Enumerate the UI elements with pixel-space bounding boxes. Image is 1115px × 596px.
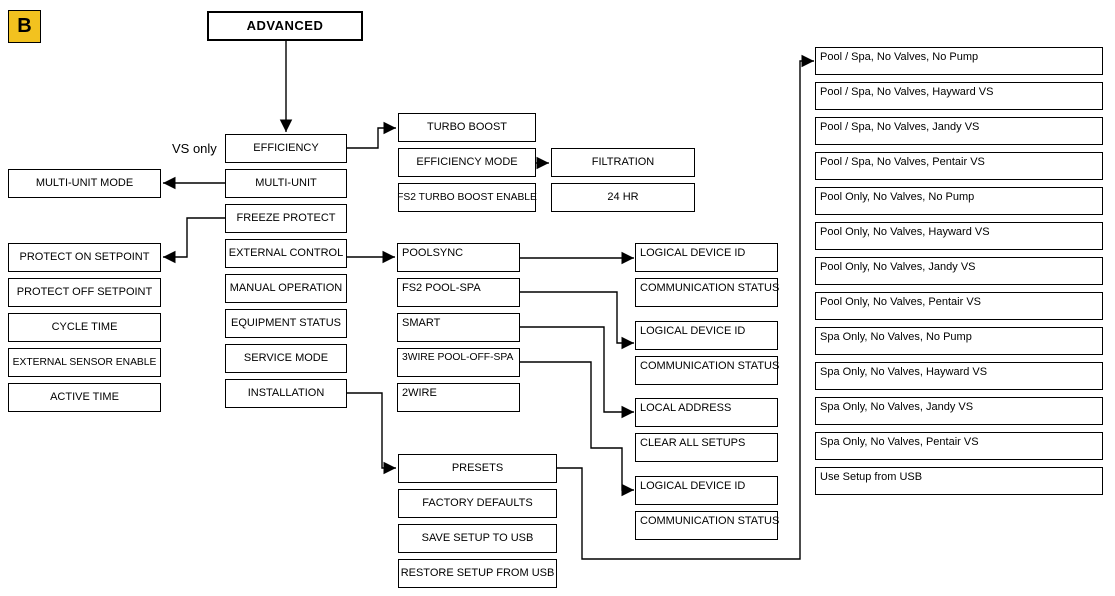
node-fs2-pool-spa: FS2 POOL-SPA — [397, 278, 520, 307]
preset-spa-only-no-pump: Spa Only, No Valves, No Pump — [815, 327, 1103, 355]
node-turbo-boost: TURBO BOOST — [398, 113, 536, 142]
preset-pool-only-no-pump: Pool Only, No Valves, No Pump — [815, 187, 1103, 215]
node-cycle-time: CYCLE TIME — [8, 313, 161, 342]
preset-pool-spa-no-pump: Pool / Spa, No Valves, No Pump — [815, 47, 1103, 75]
node-multi-unit: MULTI-UNIT — [225, 169, 347, 198]
node-24hr: 24 HR — [551, 183, 695, 212]
node-poolsync: POOLSYNC — [397, 243, 520, 272]
node-protect-on-setpoint: PROTECT ON SETPOINT — [8, 243, 161, 272]
preset-pool-only-jandy-vs: Pool Only, No Valves, Jandy VS — [815, 257, 1103, 285]
node-freeze-protect: FREEZE PROTECT — [225, 204, 347, 233]
preset-use-setup-from-usb: Use Setup from USB — [815, 467, 1103, 495]
node-equipment-status: EQUIPMENT STATUS — [225, 309, 347, 338]
node-3wire-logical-device-id: LOGICAL DEVICE ID — [635, 476, 778, 505]
node-fs2-logical-device-id: LOGICAL DEVICE ID — [635, 321, 778, 350]
node-smart: SMART — [397, 313, 520, 342]
node-presets: PRESETS — [398, 454, 557, 483]
node-3wire-communication-status: COMMUNICATION STATUS — [635, 511, 779, 540]
preset-spa-only-pentair-vs: Spa Only, No Valves, Pentair VS — [815, 432, 1103, 460]
section-badge-b: B — [8, 10, 41, 43]
node-filtration: FILTRATION — [551, 148, 695, 177]
node-clear-all-setups: CLEAR ALL SETUPS — [635, 433, 778, 462]
preset-pool-only-hayward-vs: Pool Only, No Valves, Hayward VS — [815, 222, 1103, 250]
preset-spa-only-jandy-vs: Spa Only, No Valves, Jandy VS — [815, 397, 1103, 425]
vs-only-annotation: VS only — [172, 141, 217, 156]
node-fs2-turbo-boost-enable: FS2 TURBO BOOST ENABLE — [397, 183, 537, 212]
node-poolsync-logical-device-id: LOGICAL DEVICE ID — [635, 243, 778, 272]
node-external-sensor-enable: EXTERNAL SENSOR ENABLE — [8, 348, 161, 377]
node-protect-off-setpoint: PROTECT OFF SETPOINT — [8, 278, 161, 307]
preset-pool-only-pentair-vs: Pool Only, No Valves, Pentair VS — [815, 292, 1103, 320]
node-factory-defaults: FACTORY DEFAULTS — [398, 489, 557, 518]
preset-spa-only-hayward-vs: Spa Only, No Valves, Hayward VS — [815, 362, 1103, 390]
preset-pool-spa-pentair-vs: Pool / Spa, No Valves, Pentair VS — [815, 152, 1103, 180]
node-poolsync-communication-status: COMMUNICATION STATUS — [635, 278, 779, 307]
node-efficiency-mode: EFFICIENCY MODE — [398, 148, 536, 177]
node-local-address: LOCAL ADDRESS — [635, 398, 778, 427]
node-manual-operation: MANUAL OPERATION — [225, 274, 347, 303]
node-installation: INSTALLATION — [225, 379, 347, 408]
node-3wire-pool-off-spa: 3WIRE POOL-OFF-SPA — [397, 348, 520, 377]
node-efficiency: EFFICIENCY — [225, 134, 347, 163]
preset-pool-spa-hayward-vs: Pool / Spa, No Valves, Hayward VS — [815, 82, 1103, 110]
node-2wire: 2WIRE — [397, 383, 520, 412]
node-restore-setup-from-usb: RESTORE SETUP FROM USB — [398, 559, 557, 588]
preset-pool-spa-jandy-vs: Pool / Spa, No Valves, Jandy VS — [815, 117, 1103, 145]
node-multi-unit-mode: MULTI-UNIT MODE — [8, 169, 161, 198]
node-external-control: EXTERNAL CONTROL — [225, 239, 347, 268]
node-advanced: ADVANCED — [207, 11, 363, 41]
node-save-setup-to-usb: SAVE SETUP TO USB — [398, 524, 557, 553]
node-active-time: ACTIVE TIME — [8, 383, 161, 412]
node-fs2-communication-status: COMMUNICATION STATUS — [635, 356, 779, 385]
node-service-mode: SERVICE MODE — [225, 344, 347, 373]
